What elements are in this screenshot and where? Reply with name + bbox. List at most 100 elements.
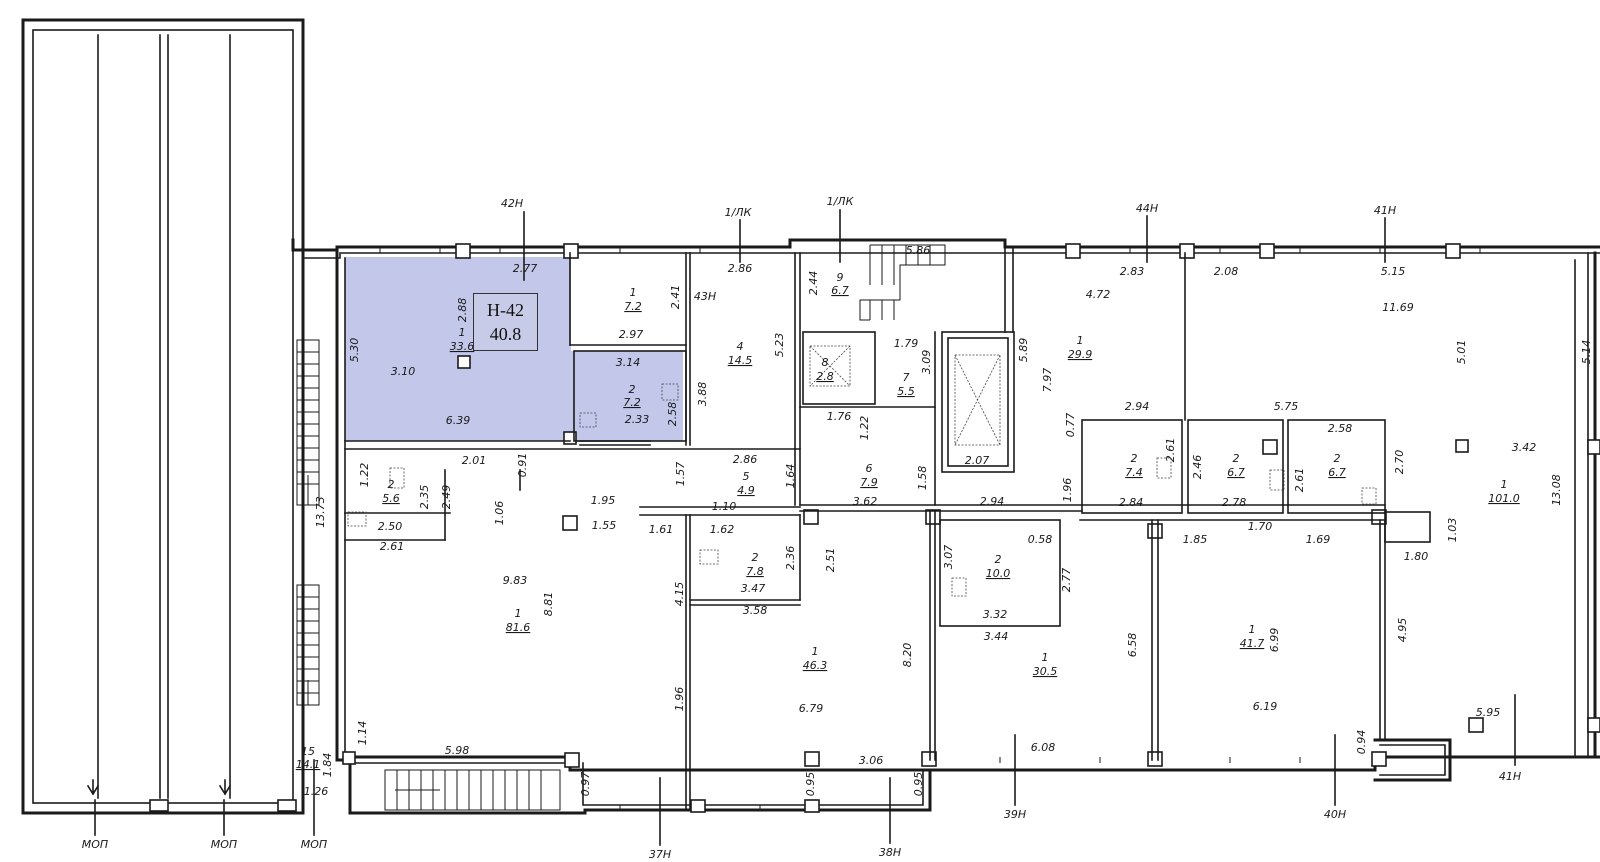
dim-label: 2.97	[619, 328, 644, 341]
room-area: 7.4	[1125, 466, 1143, 479]
room-number: 1	[1249, 623, 1256, 636]
room-area: 7.8	[746, 565, 764, 578]
dim-label: 0.58	[1028, 533, 1053, 546]
room-number: 2	[1334, 452, 1341, 465]
dim-label: 1.95	[591, 494, 616, 507]
dim-label: 1.76	[827, 410, 852, 423]
room-number: 1	[630, 286, 637, 299]
room-area: 6.7	[1328, 466, 1346, 479]
selected-unit-area: 40.8	[489, 324, 522, 344]
interior-walls	[344, 246, 1576, 811]
unit-labels: 42Н 1/ЛК 1/ЛК 44Н 41Н 43Н 37Н 38Н 39Н 40…	[82, 195, 1521, 861]
room-number: 9	[837, 271, 844, 284]
room-area: 5.5	[897, 385, 915, 398]
dimension-labels: 2.77 2.88 5.30 3.10 6.39 2.97 2.41 3.14 …	[304, 244, 1593, 798]
mop-label: МОП	[82, 838, 108, 851]
room-area: 41.7	[1240, 637, 1265, 650]
dim-label: 2.51	[824, 548, 837, 573]
dim-label: 8.20	[901, 643, 914, 668]
dim-label: 0.95	[804, 772, 817, 797]
dim-label: 2.49	[440, 485, 453, 510]
dim-label: 1.96	[1061, 478, 1074, 503]
dim-label: 1.62	[710, 523, 735, 536]
room-number: 2	[995, 553, 1002, 566]
room-number: 4	[737, 340, 744, 353]
unit-label: 1/ЛК	[827, 195, 855, 208]
room-number: 2	[388, 478, 395, 491]
dim-label: 1.96	[673, 687, 686, 712]
room-area: 14.1	[296, 758, 321, 771]
dim-label: 1.26	[304, 785, 329, 798]
dim-label: 3.10	[391, 365, 416, 378]
room-number: 1	[515, 607, 522, 620]
room-number: 1	[1501, 478, 1508, 491]
dim-label: 9.83	[503, 574, 528, 587]
selected-unit-code: Н-42	[487, 300, 524, 320]
dim-label: 3.14	[616, 356, 641, 369]
dim-label: 5.95	[1476, 706, 1501, 719]
dim-label: 2.94	[980, 495, 1005, 508]
room-number: 6	[866, 462, 873, 475]
room-number: 2	[629, 383, 636, 396]
room-area: 5.6	[382, 492, 400, 505]
mop-label: МОП	[211, 838, 237, 851]
room-area: 6.7	[1227, 466, 1245, 479]
room-number: 5	[743, 470, 750, 483]
dim-label: 5.89	[1017, 338, 1030, 363]
dim-label: 2.36	[784, 546, 797, 571]
room-area: 6.7	[831, 284, 849, 297]
dim-label: 6.99	[1268, 628, 1281, 653]
dim-label: 1.58	[916, 466, 929, 491]
room-area: 10.0	[986, 567, 1011, 580]
room-area: 14.5	[728, 354, 753, 367]
room-number: 2	[1131, 452, 1138, 465]
dim-label: 2.33	[625, 413, 650, 426]
unit-label: 43Н	[694, 290, 716, 303]
dim-label: 2.84	[1119, 496, 1144, 509]
unit-label: 41Н	[1499, 770, 1521, 783]
room-number: 15	[301, 745, 315, 758]
dim-label: 0.95	[912, 772, 925, 797]
unit-label: 41Н	[1374, 204, 1396, 217]
dim-label: 11.69	[1382, 301, 1414, 314]
dim-label: 5.01	[1455, 340, 1468, 365]
dim-label: 0.97	[579, 772, 592, 797]
dim-label: 2.01	[462, 454, 487, 467]
dim-label: 4.72	[1086, 288, 1111, 301]
dim-label: 2.86	[733, 453, 758, 466]
dim-label: 7.97	[1041, 368, 1054, 393]
dim-label: 5.30	[348, 338, 361, 363]
dim-label: 6.79	[799, 702, 824, 715]
dim-label: 1.69	[1306, 533, 1331, 546]
unit-label: 39Н	[1004, 808, 1026, 821]
dim-label: 2.61	[380, 540, 405, 553]
room-labels: 1 33.6 1 7.2 2 7.2 4 14.5 9 6.7 8 2.8 7 …	[296, 271, 1520, 771]
mop-block	[21, 18, 305, 815]
room-number: 1	[1042, 651, 1049, 664]
room-number: 1	[1077, 334, 1084, 347]
dim-label: 5.14	[1580, 340, 1593, 365]
room-number: 1	[459, 326, 466, 339]
dim-label: 2.50	[378, 520, 403, 533]
windows	[379, 247, 1481, 810]
room-area: 7.2	[624, 300, 642, 313]
dim-label: 2.07	[965, 454, 990, 467]
dim-label: 0.91	[516, 453, 529, 478]
dim-label: 2.58	[666, 402, 679, 427]
room-area: 101.0	[1488, 492, 1520, 505]
dim-label: 3.62	[853, 495, 878, 508]
dim-label: 3.42	[1512, 441, 1537, 454]
dim-label: 2.61	[1164, 438, 1177, 463]
dim-label: 6.58	[1126, 633, 1139, 658]
dim-label: 1.03	[1446, 518, 1459, 543]
dim-label: 5.15	[1381, 265, 1406, 278]
highlighted-unit-annex	[571, 351, 683, 441]
dim-label: 3.88	[696, 382, 709, 407]
dim-label: 1.79	[894, 337, 919, 350]
selected-unit-badge[interactable]: Н-42 40.8	[473, 293, 538, 351]
dim-label: 6.19	[1253, 700, 1278, 713]
dim-label: 2.77	[1060, 568, 1073, 593]
dim-label: 1.06	[493, 501, 506, 526]
dim-label: 5.23	[773, 333, 786, 358]
